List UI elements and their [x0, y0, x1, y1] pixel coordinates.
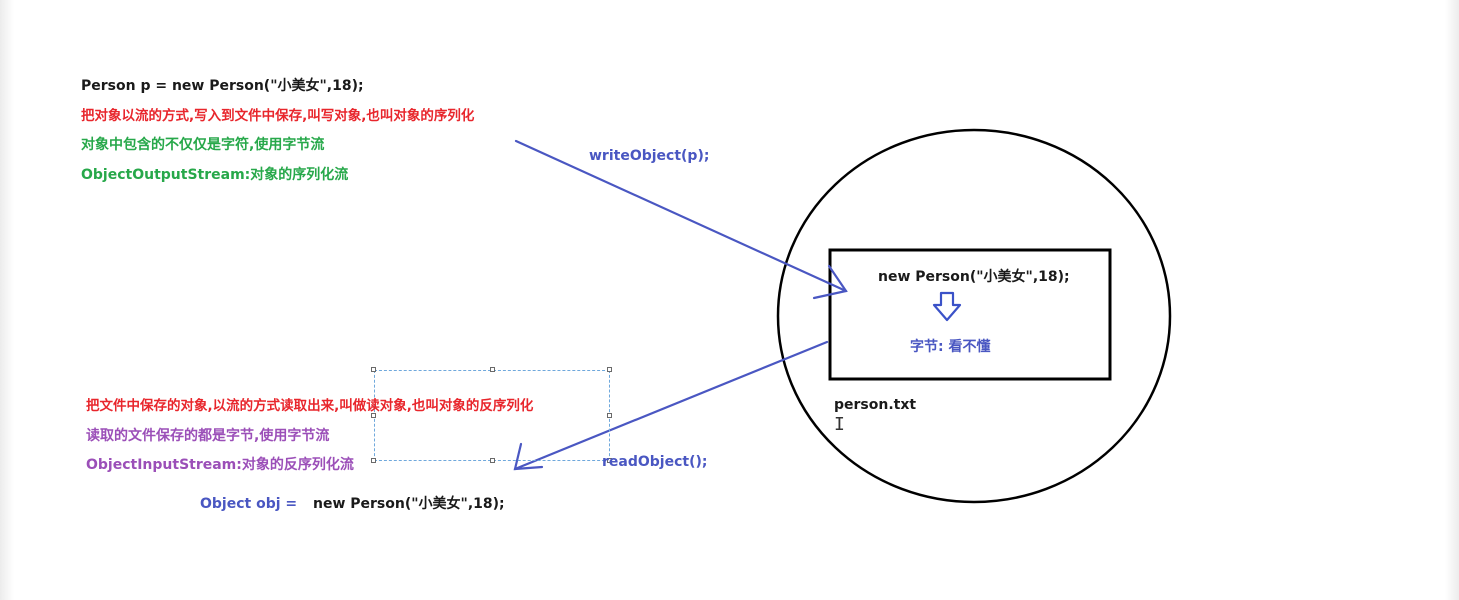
resize-handle[interactable] [371, 458, 376, 463]
read-byte-stream-note: 读取的文件保存的都是字节,使用字节流 [86, 428, 330, 444]
bytes-unreadable-label: 字节: 看不懂 [910, 339, 991, 355]
file-name: person.txt [834, 397, 917, 413]
selection-frame[interactable] [374, 370, 610, 461]
write-object-label: writeObject(p); [589, 148, 710, 164]
serialization-description: 把对象以流的方式,写入到文件中保存,叫写对象,也叫对象的序列化 [81, 108, 475, 124]
right-edge-shadow [1445, 0, 1459, 600]
resize-handle[interactable] [371, 367, 376, 372]
deserialization-description: 把文件中保存的对象,以流的方式读取出来,叫做读对象,也叫对象的反序列化 [86, 398, 534, 414]
resize-handle[interactable] [607, 413, 612, 418]
object-box-content: new Person("小美女",18); [878, 269, 1070, 285]
resize-handle[interactable] [607, 458, 612, 463]
output-stream-name: ObjectOutputStream:对象的序列化流 [81, 167, 349, 183]
resize-handle[interactable] [490, 367, 495, 372]
person-creation-code: Person p = new Person("小美女",18); [81, 78, 364, 94]
input-stream-name: ObjectInputStream:对象的反序列化流 [86, 457, 354, 473]
resize-handle[interactable] [490, 458, 495, 463]
object-variable-code: Object obj = [200, 496, 298, 512]
read-arrow [513, 340, 829, 471]
byte-stream-note: 对象中包含的不仅仅是字符,使用字节流 [81, 137, 325, 153]
left-edge-shadow [0, 0, 14, 600]
down-arrow-icon [932, 291, 962, 322]
object-box [828, 248, 1112, 381]
resize-handle[interactable] [371, 413, 376, 418]
file-circle [776, 128, 1172, 504]
read-object-label: readObject(); [602, 454, 708, 470]
text-cursor-icon: I [834, 414, 845, 435]
deserialized-person-code: new Person("小美女",18); [313, 496, 505, 512]
write-arrow [514, 139, 848, 300]
resize-handle[interactable] [607, 367, 612, 372]
